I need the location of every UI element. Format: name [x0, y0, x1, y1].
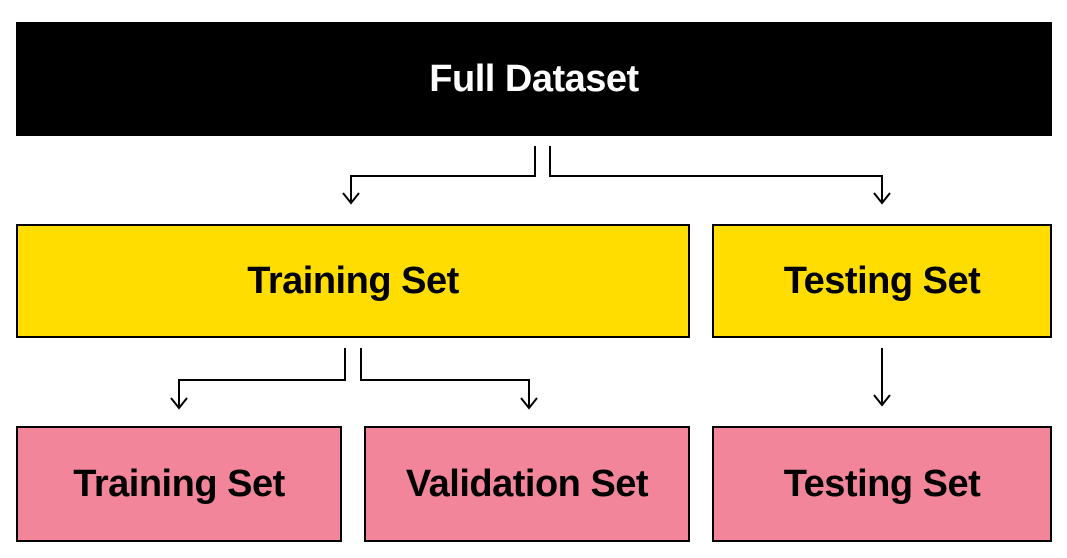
training-set-node: Training Set	[16, 224, 690, 338]
full-dataset-label: Full Dataset	[429, 57, 639, 100]
validation-subset-node: Validation Set	[364, 426, 690, 542]
arrowhead-full-to-training	[342, 192, 360, 205]
testing-subset-node: Testing Set	[712, 426, 1052, 542]
edge-training-to-training-subset	[178, 348, 346, 408]
training-subset-label: Training Set	[73, 462, 285, 505]
arrowhead-training-to-validation	[520, 397, 538, 410]
edge-full-to-training	[350, 146, 536, 203]
full-dataset-node: Full Dataset	[16, 22, 1052, 136]
edge-full-to-testing	[549, 146, 883, 203]
validation-subset-label: Validation Set	[405, 462, 649, 505]
training-subset-node: Training Set	[16, 426, 342, 542]
arrowhead-training-to-training-subset	[170, 397, 188, 410]
testing-set-node: Testing Set	[712, 224, 1052, 338]
testing-set-label: Testing Set	[783, 259, 981, 302]
arrowhead-testing-to-testing-subset	[873, 394, 891, 407]
edge-training-to-validation	[360, 348, 530, 408]
training-set-label: Training Set	[247, 259, 459, 302]
testing-subset-label: Testing Set	[783, 462, 981, 505]
arrowhead-full-to-testing	[873, 192, 891, 205]
